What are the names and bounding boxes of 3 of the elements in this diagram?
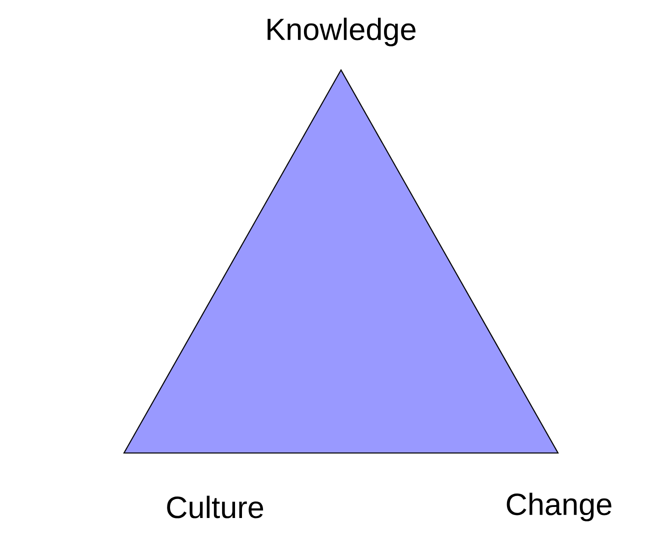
vertex-label: Change: [506, 492, 612, 522]
vertex-label: Culture: [167, 496, 264, 518]
vertex-label: Knowledge: [268, 18, 416, 46]
